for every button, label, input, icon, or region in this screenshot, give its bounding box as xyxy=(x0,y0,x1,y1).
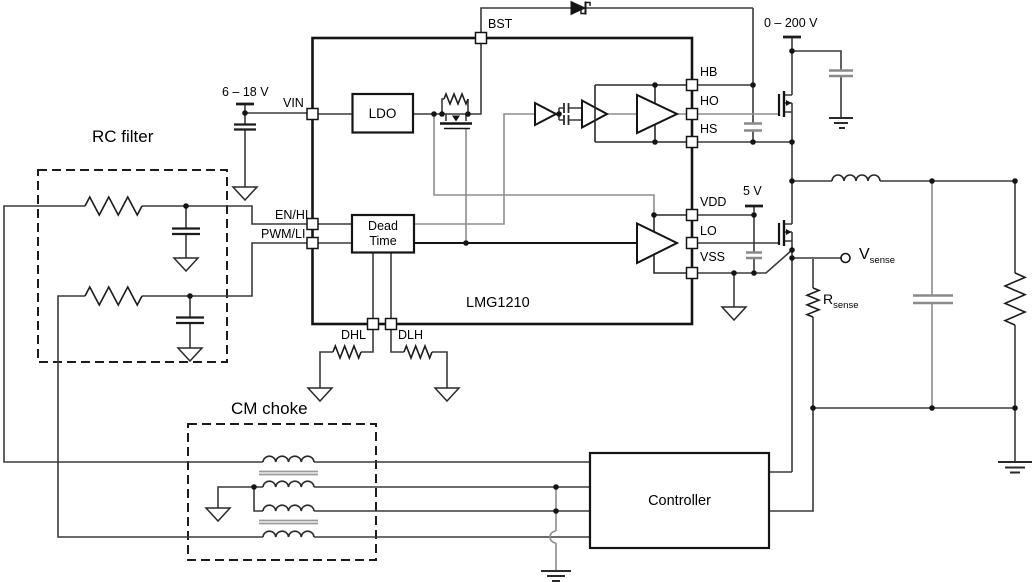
bootstrap-switch-fet xyxy=(440,115,472,130)
high-side-fet xyxy=(777,91,792,117)
pin-label-vss: VSS xyxy=(700,250,726,264)
pin-label-en-hi: EN/HI xyxy=(275,208,309,222)
load-resistor xyxy=(1002,272,1028,326)
pin-label-lo: LO xyxy=(700,224,717,238)
pin-vdd xyxy=(685,208,699,222)
capacitors-gray xyxy=(744,69,953,305)
low-side-fet xyxy=(777,220,792,246)
pin-label-ho: HO xyxy=(700,94,719,108)
vsense-sub: sense xyxy=(869,255,896,266)
pin-vin xyxy=(306,107,319,121)
vsense-main: V xyxy=(859,246,870,263)
high-side-driver xyxy=(636,93,680,135)
rc-top-resistor xyxy=(84,195,143,217)
vin-capacitor xyxy=(234,123,256,131)
pin-label-bst: BST xyxy=(488,17,513,31)
pin-vss xyxy=(685,266,699,280)
cm-choke-box xyxy=(187,423,377,561)
iso-tx-buffer xyxy=(534,101,559,127)
rc-filter-box xyxy=(37,169,228,363)
junction-dots xyxy=(183,48,1018,514)
output-capacitor xyxy=(913,294,953,305)
cm-choke-title: CM choke xyxy=(231,399,308,418)
pin-hb xyxy=(685,78,699,92)
ic-name-label: LMG1210 xyxy=(466,295,530,311)
rsense-main: R xyxy=(823,291,834,307)
bootstrap-diode xyxy=(570,0,591,16)
ldo-label: LDO xyxy=(368,105,397,121)
output-inductor xyxy=(831,174,881,182)
wires xyxy=(3,7,1016,538)
vin-ground xyxy=(231,186,259,202)
resistors xyxy=(84,91,1028,361)
pin-bst xyxy=(474,31,488,45)
rc-filter-title: RC filter xyxy=(92,127,154,146)
cm-choke-windings xyxy=(262,455,315,538)
choke-core-bars xyxy=(259,470,318,525)
bus-cap-ground xyxy=(829,117,853,129)
driver-rails xyxy=(594,84,687,274)
controller-ground xyxy=(541,570,571,582)
pin-label-hs: HS xyxy=(700,122,718,136)
pin-label-vin: VIN xyxy=(283,96,304,110)
dhl-ground xyxy=(306,387,334,403)
choke-ground xyxy=(204,507,232,523)
dhl-resistor xyxy=(332,343,362,361)
bus-capacitor xyxy=(829,69,853,78)
dead-time-block xyxy=(350,213,416,254)
earth-grounds xyxy=(541,117,1032,582)
pin-label-vdd: VDD xyxy=(700,195,727,209)
rc-bottom-capacitor xyxy=(176,316,204,325)
vdd5-supply-label: 5 V xyxy=(743,184,762,198)
bootstrap-capacitor xyxy=(744,122,762,132)
sense-resistor xyxy=(804,287,822,318)
rc-bottom-resistor xyxy=(84,285,143,307)
rc-top-capacitor xyxy=(172,227,200,236)
low-side-driver xyxy=(636,221,680,265)
pin-label-dhl: DHL xyxy=(341,328,367,342)
vss-ground xyxy=(720,306,748,322)
dead-time-label: Dead Time xyxy=(352,215,414,252)
dead-time-text: Dead Time xyxy=(368,219,398,248)
dlh-resistor xyxy=(403,343,433,361)
bootstrap-switch-resistor xyxy=(443,91,469,107)
pin-hs xyxy=(685,135,699,149)
rsense-sub: sense xyxy=(833,300,859,311)
pin-dlh xyxy=(384,317,398,331)
controller-block xyxy=(588,451,771,550)
capacitors-black xyxy=(172,123,256,325)
pin-ho xyxy=(685,107,699,121)
pin-label-pwm-li: PWM/LI xyxy=(261,227,306,241)
rsense-label: Rsense xyxy=(823,291,859,311)
vin-supply-label: 6 – 18 V xyxy=(222,85,269,99)
ldo-block xyxy=(351,92,415,134)
buffers xyxy=(534,93,680,265)
ic-outline xyxy=(311,36,694,326)
bus-supply-label: 0 – 200 V xyxy=(764,16,818,30)
signal-grounds xyxy=(172,186,748,523)
load-ground xyxy=(998,461,1032,474)
vdd-capacitor xyxy=(746,251,762,260)
pin-label-hb: HB xyxy=(700,65,718,79)
pin-label-dlh: DLH xyxy=(398,328,424,342)
pin-pwm-li xyxy=(306,236,319,250)
controller-label: Controller xyxy=(648,492,711,509)
pin-en-hi xyxy=(306,217,319,231)
vsense-label: Vsense xyxy=(859,246,896,266)
dlh-ground xyxy=(433,387,461,403)
pin-dhl xyxy=(366,317,380,331)
ic-pins xyxy=(306,31,699,331)
isolation-capacitors xyxy=(563,103,570,125)
pin-lo xyxy=(685,236,699,250)
rc-bottom-ground xyxy=(176,347,204,363)
vsense-terminal xyxy=(840,252,851,264)
supply-bars xyxy=(236,35,801,208)
rc-top-ground xyxy=(172,257,200,273)
